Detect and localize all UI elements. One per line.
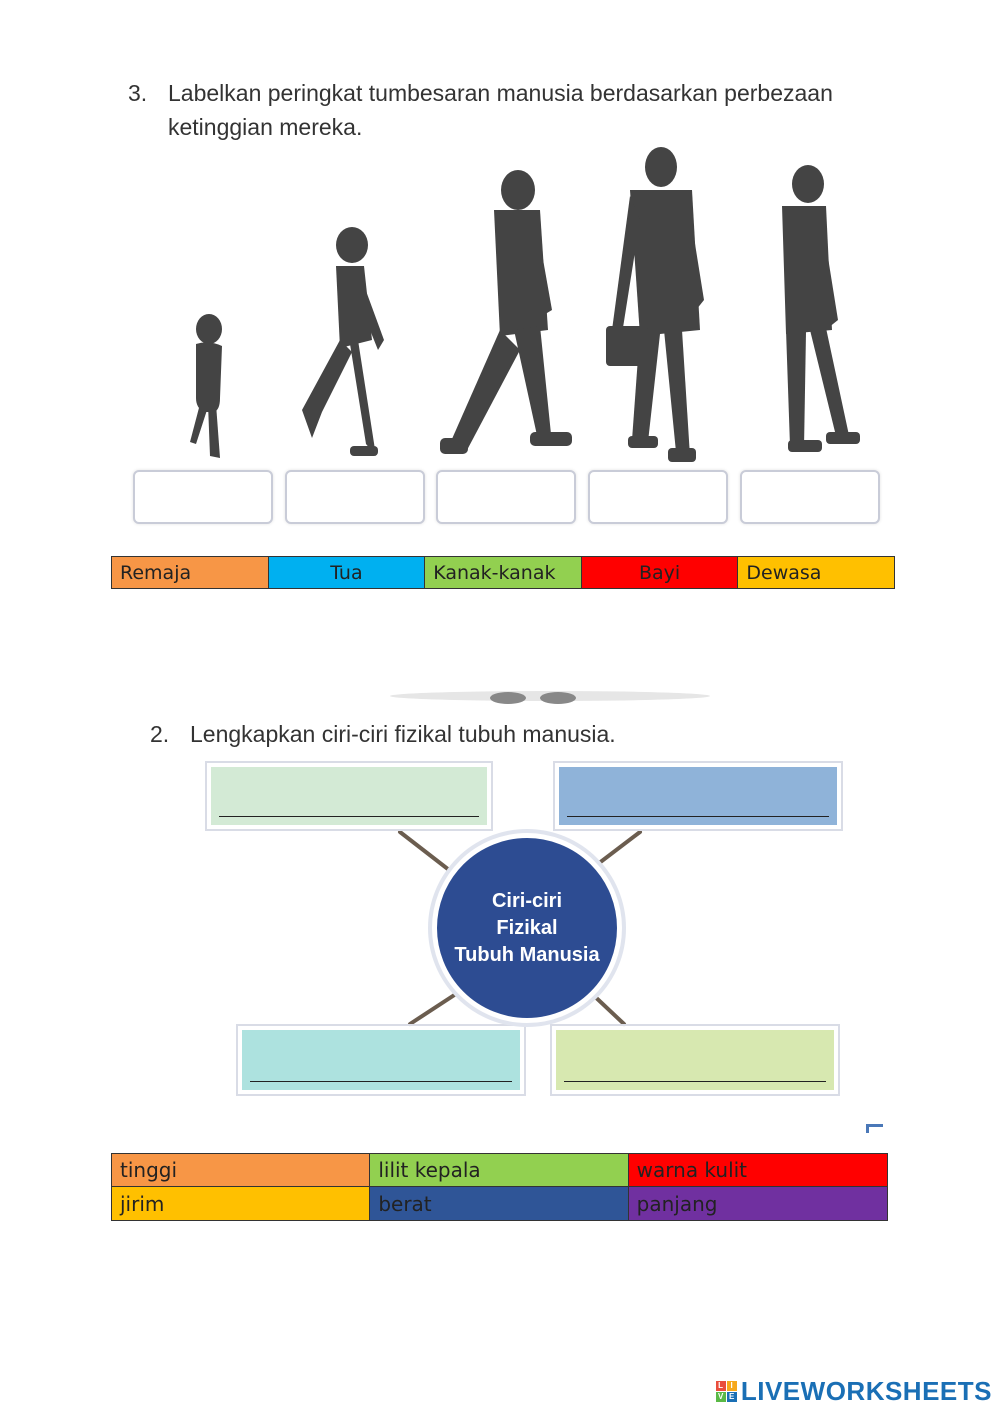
brand-name: LIVEWORKSHEETS [740,1376,992,1406]
question-3-line1: Labelkan peringkat tumbesaran manusia be… [168,80,833,106]
feature-box-top-left[interactable] [205,761,493,831]
answer-box-1[interactable] [133,470,273,524]
circle-line-1: Ciri-ciri [491,889,563,912]
child-silhouette [302,227,384,456]
feature-options: tinggi lilit kepala warna kulit jirim be… [111,1153,888,1221]
stage-options: Remaja Tua Kanak-kanak Bayi Dewasa [111,556,895,589]
option-warna-kulit[interactable]: warna kulit [628,1154,887,1187]
adult-silhouette [606,147,704,462]
option-jirim[interactable]: jirim [112,1187,371,1220]
option-lilit-kepala[interactable]: lilit kepala [370,1154,629,1187]
answer-box-2[interactable] [285,470,425,524]
option-kanak-kanak[interactable]: Kanak-kanak [425,557,582,588]
option-panjang[interactable]: panjang [628,1187,887,1220]
question-2-text: Lengkapkan ciri-ciri fizikal tubuh manus… [190,721,616,747]
small-mark-icon [866,1124,883,1133]
question-3-title: 3. Labelkan peringkat tumbesaran manusia … [128,76,833,144]
baby-silhouette [190,314,222,458]
liveworksheets-logo-icon: L I V E [715,1381,737,1402]
question-2-title: 2. Lengkapkan ciri-ciri fizikal tubuh man… [150,717,616,751]
option-dewasa[interactable]: Dewasa [738,557,894,588]
circle-line-2: Fizikal [496,916,558,939]
question-3-number: 3. [128,80,148,106]
feature-box-top-right[interactable] [553,761,843,831]
answer-box-4[interactable] [588,470,728,524]
circle-line-3: Tubuh Manusia [454,943,600,966]
decorative-shadow [390,691,710,704]
option-tua[interactable]: Tua [268,557,426,588]
answer-box-3[interactable] [436,470,576,524]
growth-silhouettes [190,147,860,462]
option-berat[interactable]: berat [370,1187,629,1220]
option-tinggi[interactable]: tinggi [112,1154,371,1187]
old-man-silhouette [782,165,860,452]
feature-box-bottom-left[interactable] [236,1024,526,1096]
option-remaja[interactable]: Remaja [112,557,269,588]
question-3-line2: ketinggian mereka. [168,114,363,140]
center-circle: Ciri-ciri Fizikal Tubuh Manusia [432,833,622,1023]
answer-box-5[interactable] [740,470,880,524]
feature-box-bottom-right[interactable] [550,1024,840,1096]
liveworksheets-brand: L I V E LIVEWORKSHEETS [715,1376,992,1407]
option-bayi[interactable]: Bayi [581,557,739,588]
question-2-number: 2. [150,721,170,747]
teen-silhouette [440,170,572,454]
